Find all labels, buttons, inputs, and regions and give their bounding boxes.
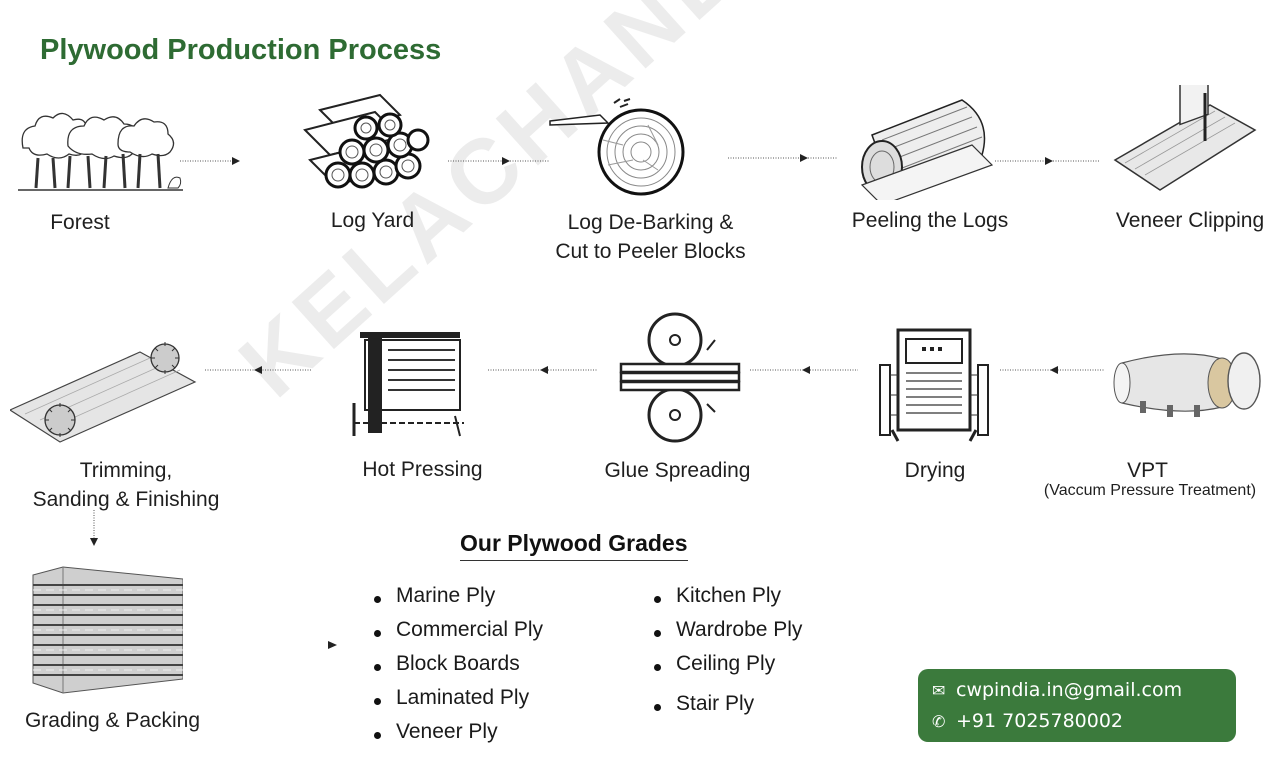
grade-item: Marine Ply xyxy=(372,584,543,618)
step-label-hot-pressing: Hot Pressing xyxy=(362,458,483,481)
trimming-saw-icon xyxy=(10,342,197,443)
log-peeling-icon xyxy=(860,99,994,200)
grades-list-left: Marine Ply Commercial Ply Block Boards L… xyxy=(372,584,543,754)
arrow-peeling-to-clipping xyxy=(995,157,1100,165)
hot-press-icon xyxy=(352,332,464,437)
step-label-drying: Drying xyxy=(904,459,966,482)
step-label-grading-packing: Grading & Packing xyxy=(24,709,201,732)
arrow-drying-to-glue xyxy=(750,366,858,374)
step-label-debarking: Log De-Barking & Cut to Peeler Blocks xyxy=(528,208,773,266)
contact-box: ✉ cwpindia.in@gmail.com ✆ +91 7025780002 xyxy=(918,669,1236,742)
veneer-clipping-icon xyxy=(1113,85,1257,191)
arrow-to-grades xyxy=(328,641,337,649)
grade-item: Laminated Ply xyxy=(372,686,543,720)
step-label-vpt: VPT xyxy=(1127,459,1168,482)
dryer-machine-icon xyxy=(879,328,989,442)
step-label-trimming-line1: Trimming, xyxy=(79,459,173,482)
contact-phone-row[interactable]: ✆ +91 7025780002 xyxy=(932,706,1123,736)
log-pile-icon xyxy=(303,93,430,189)
arrow-vpt-to-drying xyxy=(1000,366,1105,374)
contact-email-row[interactable]: ✉ cwpindia.in@gmail.com xyxy=(932,675,1182,705)
arrow-hotpress-to-trimming xyxy=(205,366,312,374)
contact-email[interactable]: cwpindia.in@gmail.com xyxy=(956,679,1183,701)
step-label-veneer-clipping: Veneer Clipping xyxy=(1115,209,1265,232)
grade-item: Block Boards xyxy=(372,652,543,686)
step-label-trimming: Trimming, Sanding & Finishing xyxy=(10,456,242,514)
step-label-forest: Forest xyxy=(50,211,110,234)
pressure-cylinder-icon xyxy=(1113,352,1261,417)
contact-phone[interactable]: +91 7025780002 xyxy=(956,710,1124,732)
phone-icon: ✆ xyxy=(932,711,946,731)
grade-item: Ceiling Ply xyxy=(652,652,802,686)
plywood-stack-icon xyxy=(32,566,183,694)
arrow-debarking-to-peeling xyxy=(728,154,838,162)
forest-icon xyxy=(18,112,183,191)
step-label-trimming-line2: Sanding & Finishing xyxy=(32,488,220,511)
grade-item: Veneer Ply xyxy=(372,720,543,754)
arrow-forest-to-logyard xyxy=(180,157,240,165)
arrow-glue-to-hotpress xyxy=(488,366,598,374)
step-label-debarking-line2: Cut to Peeler Blocks xyxy=(555,240,746,263)
page-title: Plywood Production Process xyxy=(40,34,442,66)
grade-item: Kitchen Ply xyxy=(652,584,802,618)
arrow-trimming-to-grading xyxy=(90,510,98,546)
step-label-glue-spreading: Glue Spreading xyxy=(604,459,751,482)
step-sublabel-vpt: (Vaccum Pressure Treatment) xyxy=(1043,482,1257,499)
glue-rollers-icon xyxy=(619,312,741,443)
step-label-peeling: Peeling the Logs xyxy=(851,209,1009,232)
grade-item: Wardrobe Ply xyxy=(652,618,802,652)
grade-item: Commercial Ply xyxy=(372,618,543,652)
envelope-icon: ✉ xyxy=(932,680,946,700)
grades-title: Our Plywood Grades xyxy=(460,530,688,561)
step-label-debarking-line1: Log De-Barking & xyxy=(567,211,734,234)
arrow-logyard-to-debarking xyxy=(448,157,550,165)
step-label-log-yard: Log Yard xyxy=(330,209,415,232)
log-debarking-icon xyxy=(549,98,685,196)
grade-item: Stair Ply xyxy=(652,692,802,726)
grades-list-right: Kitchen Ply Wardrobe Ply Ceiling Ply Sta… xyxy=(652,584,802,726)
